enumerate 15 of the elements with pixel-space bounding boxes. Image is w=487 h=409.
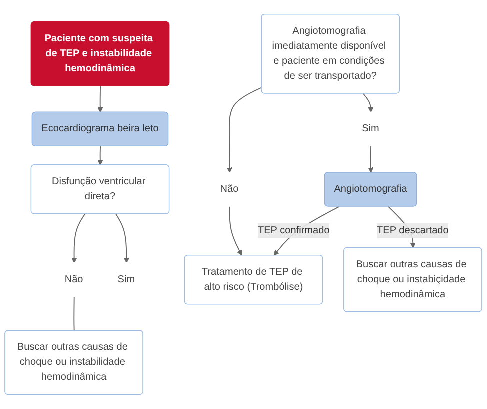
node-text: Não bbox=[64, 274, 84, 285]
node-text: Sim bbox=[362, 124, 380, 134]
edge-label: TEP confirmado bbox=[258, 225, 330, 236]
node-text: Sim bbox=[118, 274, 136, 285]
arrow bbox=[72, 214, 86, 264]
node-text: Não bbox=[220, 184, 239, 194]
arrow bbox=[229, 206, 242, 256]
arrow bbox=[226, 87, 262, 174]
arrow bbox=[98, 146, 104, 166]
arrow bbox=[98, 86, 104, 113]
connector bbox=[74, 296, 75, 332]
arrow bbox=[116, 214, 130, 264]
arrow bbox=[368, 146, 374, 174]
arrow bbox=[362, 93, 374, 113]
edge-label: TEP descartado bbox=[377, 225, 449, 236]
